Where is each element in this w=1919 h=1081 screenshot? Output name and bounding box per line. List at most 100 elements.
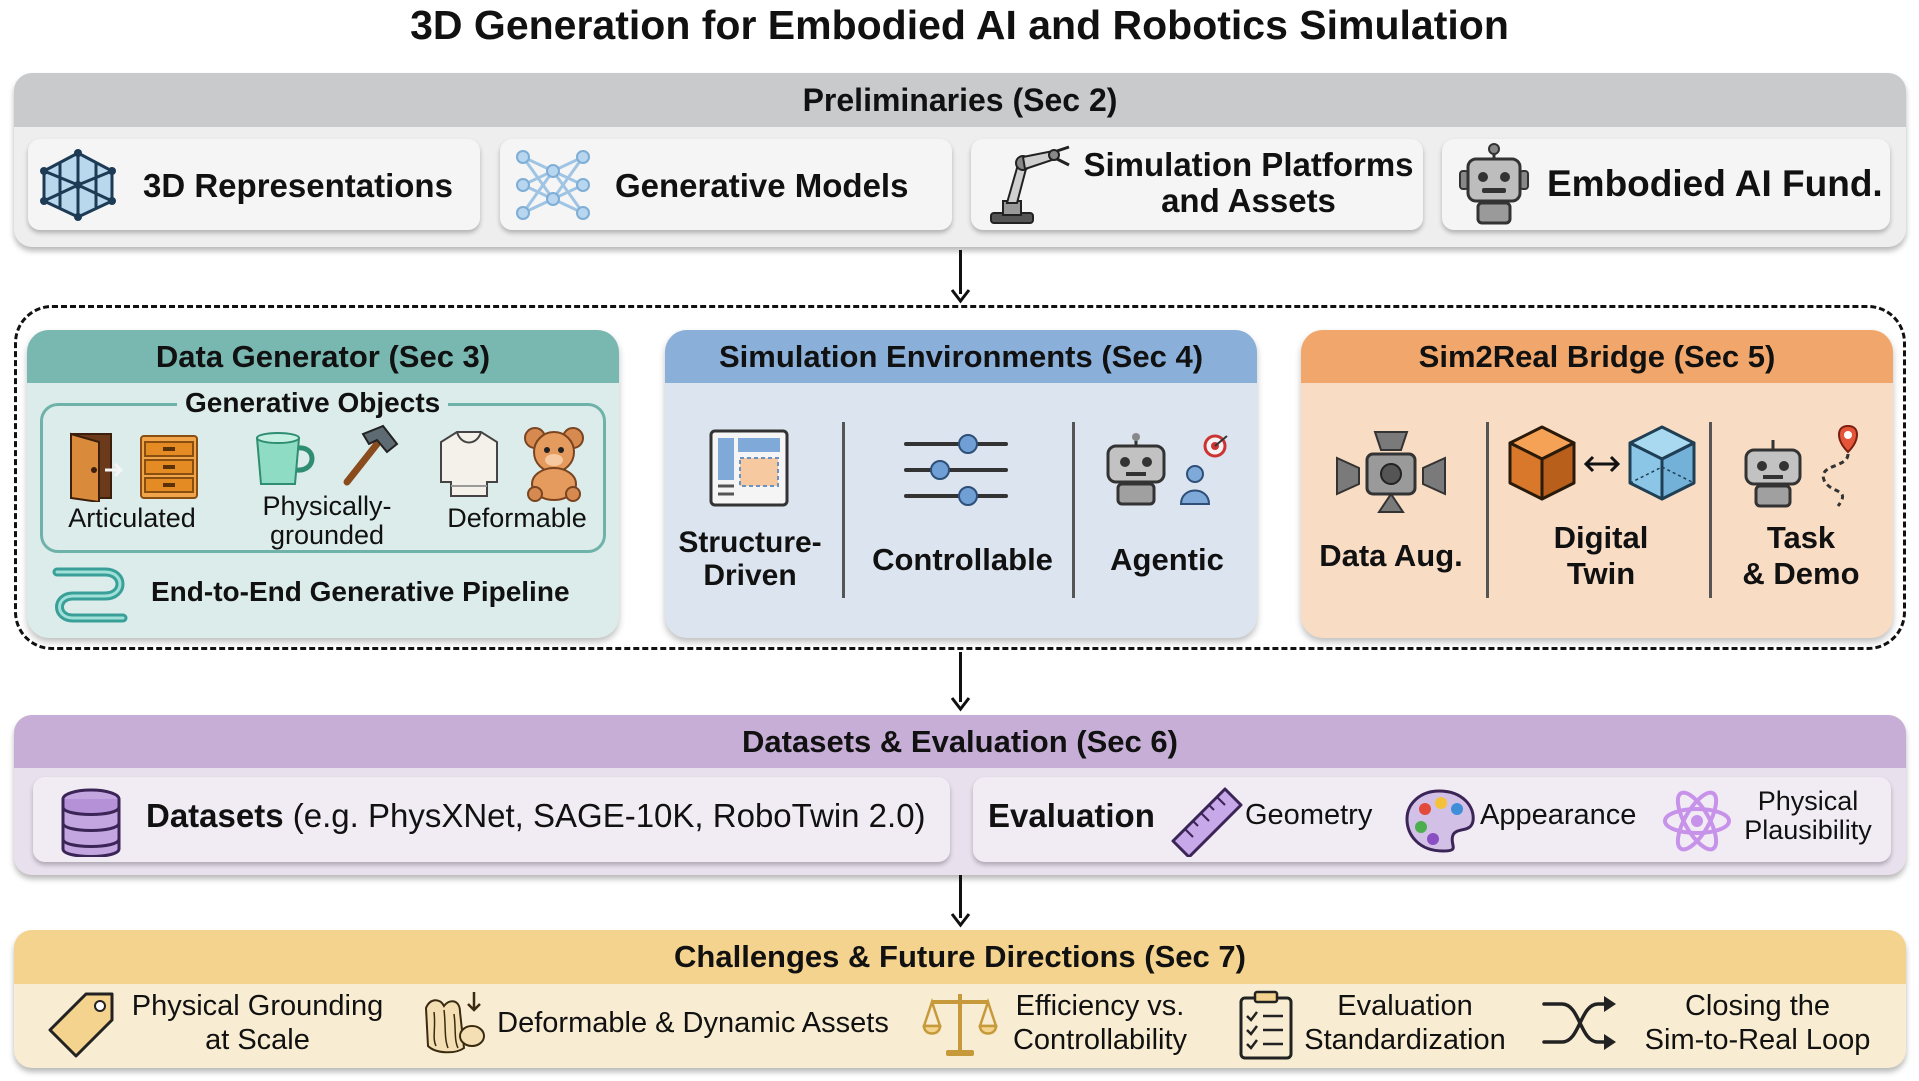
- bidirectional-arrow-icon: [1583, 455, 1621, 473]
- divider: [842, 422, 845, 598]
- preliminaries-header: Preliminaries (Sec 2): [14, 73, 1906, 127]
- challenge-line2: Standardization: [1304, 1024, 1506, 1056]
- physically-grounded-line2: grounded: [269, 520, 385, 550]
- challenge-line1: Efficiency vs.: [1015, 990, 1185, 1022]
- door-icon: [70, 432, 124, 502]
- divider: [1709, 422, 1712, 598]
- datasets-evaluation-header: Datasets & Evaluation (Sec 6): [14, 715, 1906, 768]
- data-generator-panel: Data Generator (Sec 3) Generative Object…: [27, 330, 619, 638]
- challenge-sim-to-real: Closing the Sim-to-Real Loop: [1630, 989, 1885, 1057]
- task-demo-line2: & Demo: [1742, 556, 1860, 591]
- sweater-icon: [440, 431, 498, 497]
- simulation-environments-panel: Simulation Environments (Sec 4) Structur…: [665, 330, 1257, 638]
- path-pin-icon: [1821, 424, 1858, 507]
- arrow-down: [959, 875, 962, 918]
- challenges-header: Challenges & Future Directions (Sec 7): [14, 930, 1906, 984]
- tag-icon: [48, 992, 114, 1058]
- challenge-line1: Physical Grounding: [131, 990, 384, 1022]
- challenge-line2: Controllability: [1012, 1024, 1188, 1056]
- drawer-cabinet-icon: [140, 435, 198, 499]
- appearance-label: Appearance: [1480, 799, 1637, 831]
- divider: [1486, 422, 1489, 598]
- multi-camera-icon: [1336, 431, 1446, 513]
- scale-balance-icon: [922, 994, 998, 1056]
- prelim-label-simulation-platforms: Simulation Platforms and Assets: [1076, 147, 1421, 219]
- atom-icon: [1663, 790, 1731, 852]
- pipeline-label: End-to-End Generative Pipeline: [151, 576, 570, 607]
- challenge-physical-grounding: Physical Grounding at Scale: [125, 989, 390, 1057]
- hammer-icon: [343, 424, 399, 486]
- target-person-icon: [1179, 434, 1228, 505]
- arrow-head-icon: [950, 697, 971, 712]
- data-aug-label: Data Aug.: [1319, 538, 1463, 573]
- deformable-label: Deformable: [447, 503, 587, 533]
- prelim-label-line2: and Assets: [1161, 182, 1336, 219]
- digital-twin-label: Digital Twin: [1496, 520, 1706, 592]
- physical-plausibility-line1: Physical: [1757, 786, 1859, 816]
- mug-icon: [255, 432, 315, 485]
- sliders-icon: [904, 434, 1008, 506]
- task-demo-label: Task & Demo: [1711, 520, 1891, 592]
- structure-driven-line2: Driven: [703, 559, 797, 592]
- layout-structure-icon: [709, 429, 789, 507]
- agent-robot-icon: [1106, 433, 1166, 506]
- prelim-label-generative-models: Generative Models: [615, 167, 909, 204]
- page-title: 3D Generation for Embodied AI and Roboti…: [410, 2, 1509, 48]
- checklist-icon: [1239, 990, 1293, 1060]
- structure-driven-label: Structure- Driven: [665, 526, 835, 592]
- digital-twin-line1: Digital: [1553, 520, 1649, 555]
- challenge-efficiency: Efficiency vs. Controllability: [1000, 989, 1200, 1057]
- prelim-card-simulation-platforms: Simulation Platforms and Assets: [971, 139, 1423, 230]
- data-generator-header: Data Generator (Sec 3): [27, 330, 619, 383]
- ruler-icon: [1171, 787, 1243, 857]
- digital-twin-line2: Twin: [1566, 556, 1636, 591]
- evaluation-label: Evaluation: [988, 797, 1155, 834]
- physical-plausibility-line2: Plausibility: [1744, 815, 1872, 845]
- prelim-card-embodied-ai: Embodied AI Fund.: [1442, 139, 1890, 230]
- robot-head-icon: [1459, 143, 1529, 225]
- challenge-evaluation: Evaluation Standardization: [1295, 989, 1515, 1057]
- simulation-environments-header: Simulation Environments (Sec 4): [665, 330, 1257, 383]
- arrow-down: [959, 250, 962, 294]
- articulated-label: Articulated: [68, 503, 196, 533]
- generative-objects-title: Generative Objects: [177, 385, 449, 421]
- prelim-label-3d-representations: 3D Representations: [143, 167, 453, 204]
- palette-icon: [1405, 789, 1475, 853]
- pipeline-icon: [52, 567, 128, 623]
- agentic-label: Agentic: [1110, 542, 1224, 577]
- datasets-bold-label: Datasets: [146, 797, 284, 834]
- physical-plausibility-label: Physical Plausibility: [1733, 787, 1883, 845]
- prelim-card-3d-representations: 3D Representations: [28, 139, 480, 230]
- challenge-deformable-assets: Deformable & Dynamic Assets: [497, 1007, 889, 1039]
- cloth-hand-icon: [424, 992, 485, 1054]
- sim2real-panel: Sim2Real Bridge (Sec 5) Data Aug. Digita…: [1301, 330, 1893, 638]
- neural-network-icon: [516, 150, 590, 220]
- arrow-head-icon: [950, 289, 971, 304]
- challenge-line2: Sim-to-Real Loop: [1644, 1024, 1871, 1056]
- physically-grounded-label: Physically- grounded: [227, 492, 427, 550]
- prelim-label-line1: Simulation Platforms: [1083, 146, 1414, 183]
- divider: [1072, 422, 1075, 598]
- database-icon: [61, 788, 121, 857]
- geometry-label: Geometry: [1245, 799, 1373, 831]
- task-robot-icon: [1744, 440, 1802, 508]
- structure-driven-line1: Structure-: [678, 526, 822, 559]
- datasets-card: Datasets (e.g. PhysXNet, SAGE-10K, RoboT…: [33, 777, 950, 862]
- mesh-icon: [40, 149, 116, 221]
- arrow-down: [959, 652, 962, 702]
- controllable-label: Controllable: [872, 542, 1053, 577]
- robot-arm-icon: [990, 145, 1070, 224]
- teddy-bear-icon: [524, 427, 584, 502]
- evaluation-card: Evaluation Geometry Appearance Physical …: [973, 777, 1891, 862]
- physically-grounded-line1: Physically-: [262, 491, 392, 521]
- prelim-card-generative-models: Generative Models: [500, 139, 952, 230]
- digital-cube-icon: [1628, 425, 1696, 501]
- arrow-head-icon: [950, 913, 971, 928]
- sim2real-header: Sim2Real Bridge (Sec 5): [1301, 330, 1893, 383]
- datasets-text: Datasets (e.g. PhysXNet, SAGE-10K, RoboT…: [146, 797, 926, 835]
- core-methods-region: [14, 305, 1906, 650]
- shuffle-icon: [1542, 996, 1616, 1050]
- prelim-label-embodied-ai: Embodied AI Fund.: [1547, 163, 1883, 204]
- task-demo-line1: Task: [1766, 520, 1836, 555]
- physical-cube-icon: [1508, 425, 1576, 501]
